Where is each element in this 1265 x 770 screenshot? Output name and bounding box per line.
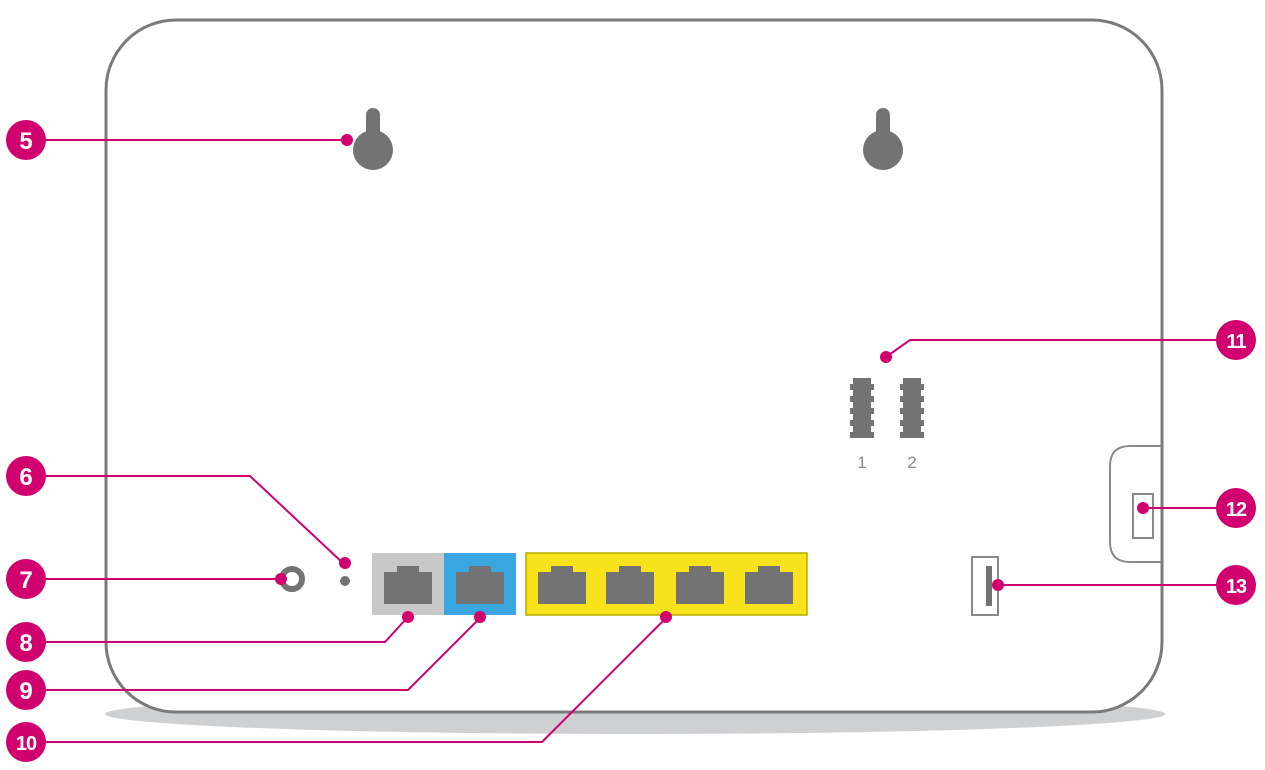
callout-10: 10 xyxy=(6,722,46,762)
callout-11: 11 xyxy=(1216,320,1256,360)
svg-text:8: 8 xyxy=(19,630,32,657)
side-slot-bracket xyxy=(1109,445,1162,563)
svg-text:10: 10 xyxy=(16,733,37,755)
callout-12: 12 xyxy=(1216,488,1256,528)
leader-line-8 xyxy=(26,617,408,643)
antenna-label-2: 2 xyxy=(907,453,916,472)
leader-line-9 xyxy=(26,617,481,691)
svg-text:6: 6 xyxy=(19,464,32,491)
leader-line-10 xyxy=(26,617,667,743)
callout-6: 6 xyxy=(6,456,46,496)
leader-lines xyxy=(26,139,1236,743)
side-usb-slot xyxy=(1132,493,1154,539)
lan-port-3 xyxy=(676,566,724,604)
svg-text:5: 5 xyxy=(19,128,32,155)
dsl-port xyxy=(372,553,444,615)
wall-mount-hole-right xyxy=(863,108,903,170)
antenna-label-1: 1 xyxy=(857,453,866,472)
wan-port xyxy=(444,553,516,615)
lan-port-2 xyxy=(606,566,654,604)
callout-13: 13 xyxy=(1216,565,1256,605)
leader-dots xyxy=(275,134,1149,623)
wall-mount-hole-left xyxy=(353,108,393,170)
lan-port-1 xyxy=(538,566,586,604)
callout-9: 9 xyxy=(6,670,46,710)
lan-port-4 xyxy=(745,566,793,604)
antenna-connector-2 xyxy=(900,378,924,438)
lan-ports xyxy=(525,552,808,616)
antenna-connector-1 xyxy=(850,378,874,438)
svg-text:11: 11 xyxy=(1226,331,1246,353)
svg-text:12: 12 xyxy=(1226,499,1247,521)
callout-8: 8 xyxy=(6,622,46,662)
callout-7: 7 xyxy=(6,559,46,599)
svg-text:9: 9 xyxy=(19,678,32,705)
router-body xyxy=(104,18,1164,714)
callout-5: 5 xyxy=(6,120,46,160)
svg-text:13: 13 xyxy=(1226,576,1247,598)
svg-text:7: 7 xyxy=(19,567,32,594)
leader-line-6 xyxy=(26,475,346,566)
reset-button xyxy=(340,576,350,586)
leader-line-11 xyxy=(885,339,1236,358)
